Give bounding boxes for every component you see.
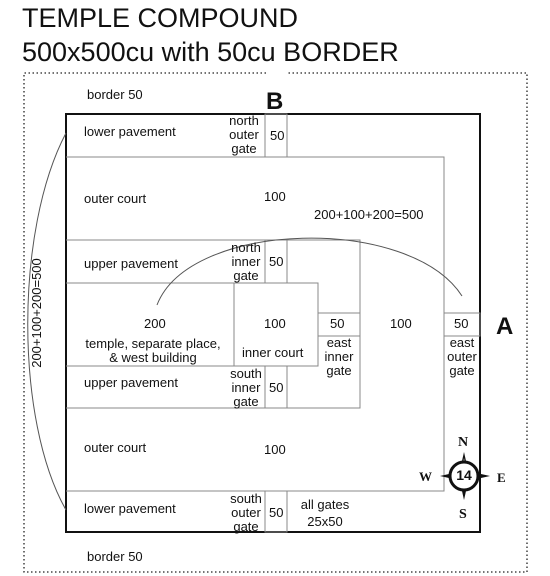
upper-pavement-top-label: upper pavement (84, 256, 178, 271)
east-court-value: 100 (390, 316, 412, 331)
north-outer-gate-value: 50 (270, 128, 285, 143)
east-outer-gate-value: 50 (454, 316, 469, 331)
east-inner-gate-box (317, 312, 361, 337)
compass-rose (440, 452, 490, 500)
south-outer-gate-value: 50 (269, 505, 284, 520)
upper-pavement-bottom-label: upper pavement (84, 375, 178, 390)
lower-pavement-bottom-label: lower pavement (84, 501, 176, 516)
measure-arc-horizontal (156, 237, 463, 306)
compass-number: 14 (456, 467, 472, 483)
inner-court-label: inner court (242, 345, 304, 360)
outer-court-bottom-value: 100 (264, 442, 286, 457)
measure-arc-vertical (27, 132, 67, 511)
diagram-title-line1: TEMPLE COMPOUND (22, 3, 299, 33)
north-outer-gate-box (264, 113, 288, 158)
outer-court-top-value: 100 (264, 189, 286, 204)
measure-horizontal-label: 200+100+200=500 (314, 207, 424, 222)
border-dotted-outline (23, 72, 528, 573)
compass-north: N (458, 435, 469, 450)
east-inner-gate-value: 50 (330, 316, 345, 331)
temple-label: temple, separate place,& west building (85, 336, 221, 365)
marker-b: B (266, 88, 284, 115)
compass-east: E (497, 470, 506, 485)
south-inner-gate-box (264, 365, 288, 409)
border-label-bottom: border 50 (87, 549, 143, 564)
inner-court-value: 100 (264, 316, 286, 331)
temple-value: 200 (144, 316, 166, 331)
outer-court-top-label: outer court (84, 191, 147, 206)
compass-west: W (419, 469, 432, 484)
outer-court-bottom-label: outer court (84, 440, 147, 455)
compass-south: S (459, 507, 467, 522)
north-inner-gate-value: 50 (269, 254, 284, 269)
measure-vertical-label: 200+100+200=500 (28, 258, 44, 368)
marker-a: A (496, 313, 514, 340)
diagram-title-line2: 500x500cu with 50cu BORDER (22, 37, 399, 67)
lower-pavement-top-label: lower pavement (84, 124, 176, 139)
south-outer-gate-box (264, 490, 288, 533)
border-label-top: border 50 (87, 87, 143, 102)
south-inner-gate-value: 50 (269, 380, 284, 395)
east-outer-gate-box (443, 312, 481, 337)
